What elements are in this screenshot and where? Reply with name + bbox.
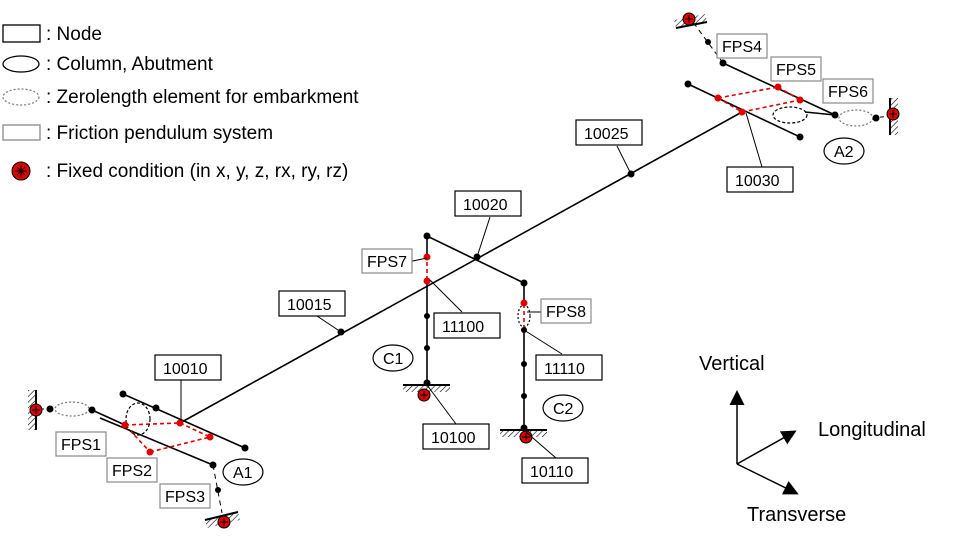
transverse-axis-arrow	[736, 463, 799, 495]
embankment-zerolength-a2	[838, 109, 874, 127]
legend-node-text: : Node	[46, 24, 102, 45]
node-label-10015: 10015	[287, 297, 332, 314]
fps-label-3: FPS3	[165, 489, 205, 506]
legend-column-text: : Column, Abutment	[46, 54, 214, 75]
support-label-a1: A1	[233, 465, 253, 482]
fps-label-7: FPS7	[367, 254, 407, 271]
support-label-a2: A2	[834, 144, 854, 161]
fps-label-4: FPS4	[722, 39, 762, 56]
fps-labels: FPS1 FPS2 FPS3 FPS4 FPS5 FPS6 FPS7 FPS8	[55, 33, 874, 509]
fps-label-5: FPS5	[776, 62, 816, 79]
column-ellipse-icon	[2, 55, 40, 73]
support-label-c2: C2	[553, 401, 574, 418]
column-c1	[403, 232, 450, 402]
support-labels: A1 A2 C1 C2	[222, 137, 865, 486]
node-label-10025: 10025	[584, 126, 629, 143]
legend-fixed-text: : Fixed condition (in x, y, z, rx, ry, r…	[46, 161, 348, 182]
abutment-a1	[28, 390, 249, 529]
fps-rect-icon	[2, 124, 41, 141]
longitudinal-axis-label: Longitudinal	[818, 419, 926, 441]
fixed-support-c1	[403, 384, 450, 402]
abutment-ellipse-a1	[125, 402, 151, 436]
node-label-11100: 11100	[442, 319, 484, 336]
legend: : Node : Column, Abutment : Zerolength e…	[2, 24, 359, 182]
leader-lines	[180, 112, 763, 459]
fps-label-2: FPS2	[112, 463, 152, 480]
fps-label-1: FPS1	[61, 437, 101, 454]
fixed-condition-icon	[11, 161, 31, 181]
fps8-ellipse	[517, 304, 531, 328]
deck-girder	[179, 111, 743, 424]
node-label-10110: 10110	[530, 464, 573, 481]
node-labels: 10010 10015 10020 10025 10030 11100 1111…	[154, 119, 794, 484]
node-label-10020: 10020	[463, 197, 508, 214]
fps-label-6: FPS6	[828, 84, 868, 101]
node-label-11110: 11110	[544, 361, 585, 378]
vertical-axis-label: Vertical	[699, 353, 765, 375]
legend-fps-text: : Friction pendulum system	[46, 123, 273, 144]
deck	[179, 111, 743, 424]
longitudinal-axis-arrow	[736, 430, 797, 465]
embankment-zerolength-a1	[54, 401, 90, 417]
fps-label-8: FPS8	[546, 304, 586, 321]
node-label-10010: 10010	[163, 361, 208, 378]
node-label-10100: 10100	[431, 430, 476, 447]
fixed-support-a1-left	[28, 390, 43, 430]
node-label-10030: 10030	[735, 173, 780, 190]
fixed-support-a2-top	[674, 12, 708, 29]
abutment-ellipse-a2	[772, 106, 808, 124]
fixed-support-c2	[500, 429, 547, 444]
fixed-support-a1-bottom	[204, 511, 240, 529]
zerolength-ellipse-icon	[2, 88, 40, 106]
legend-zerolength-text: : Zerolength element for embarkment	[46, 87, 359, 108]
transverse-axis-label: Transverse	[747, 504, 846, 526]
abutment-a2	[674, 12, 900, 141]
node-rect-icon	[2, 24, 41, 43]
fixed-support-a2-right	[886, 98, 900, 135]
support-label-c1: C1	[383, 351, 404, 368]
coordinate-axes: Vertical Longitudinal Transverse	[699, 353, 926, 526]
